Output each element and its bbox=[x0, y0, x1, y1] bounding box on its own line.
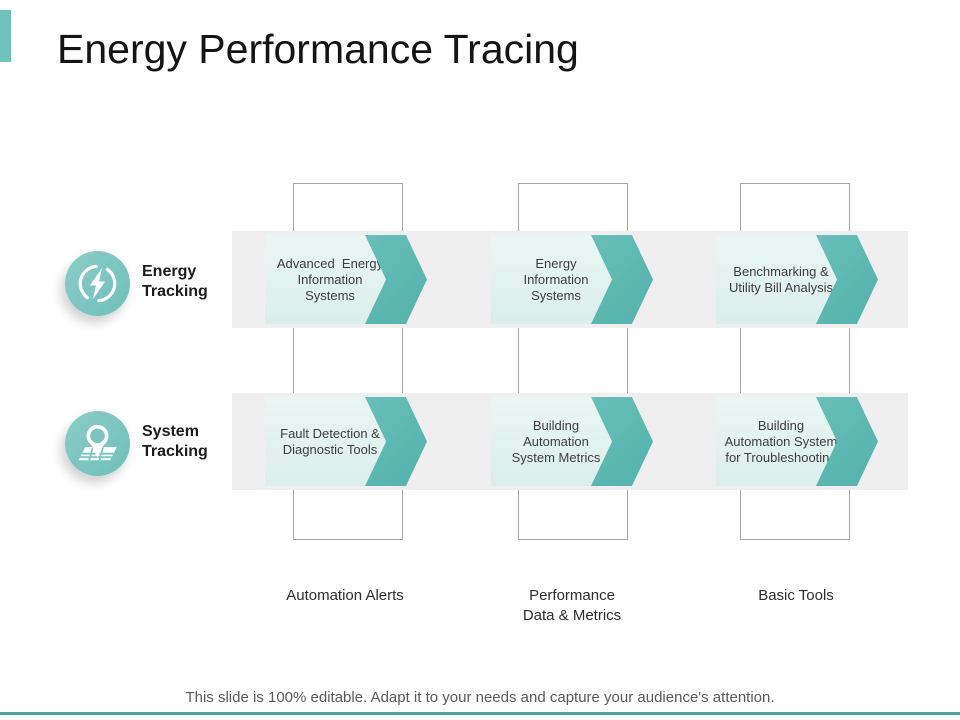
slide-title: Energy Performance Tracing bbox=[57, 26, 579, 72]
energy-lightning-icon bbox=[65, 251, 130, 316]
bottom-accent-line bbox=[0, 712, 960, 715]
process-box-text: Building Automation System Metrics bbox=[511, 417, 601, 465]
column-label-performance-data: Performance Data & Metrics bbox=[522, 587, 622, 624]
process-box-text: Advanced Energy Information Systems bbox=[276, 255, 384, 303]
process-box-text: Benchmarking & Utility Bill Analysis bbox=[728, 263, 834, 295]
column-label-automation-alerts: Automation Alerts bbox=[286, 587, 404, 604]
process-step-bas-troubleshooting: Building Automation System for Troublesh… bbox=[716, 397, 878, 486]
process-box-text: Energy Information Systems bbox=[523, 255, 589, 303]
process-box: Energy Information Systems bbox=[491, 235, 621, 324]
row-label-energy-tracking: Energy Tracking bbox=[142, 263, 208, 300]
column-label-basic-tools: Basic Tools bbox=[758, 587, 834, 604]
title-accent-bar bbox=[0, 10, 11, 62]
process-step-energy-info-systems: Energy Information Systems bbox=[491, 235, 653, 324]
row-label-system-tracking: System Tracking bbox=[142, 423, 208, 460]
map-pin-icon bbox=[65, 411, 130, 476]
process-box-text: Building Automation System for Troublesh… bbox=[724, 417, 838, 465]
process-box-text: Fault Detection & Diagnostic Tools bbox=[280, 425, 380, 457]
process-step-bas-metrics: Building Automation System Metrics bbox=[491, 397, 653, 486]
process-step-fault-detection: Fault Detection & Diagnostic Tools bbox=[265, 397, 427, 486]
editable-note: This slide is 100% editable. Adapt it to… bbox=[185, 689, 775, 706]
process-step-advanced-energy-info: Advanced Energy Information Systems bbox=[265, 235, 427, 324]
process-step-benchmarking: Benchmarking & Utility Bill Analysis bbox=[716, 235, 878, 324]
